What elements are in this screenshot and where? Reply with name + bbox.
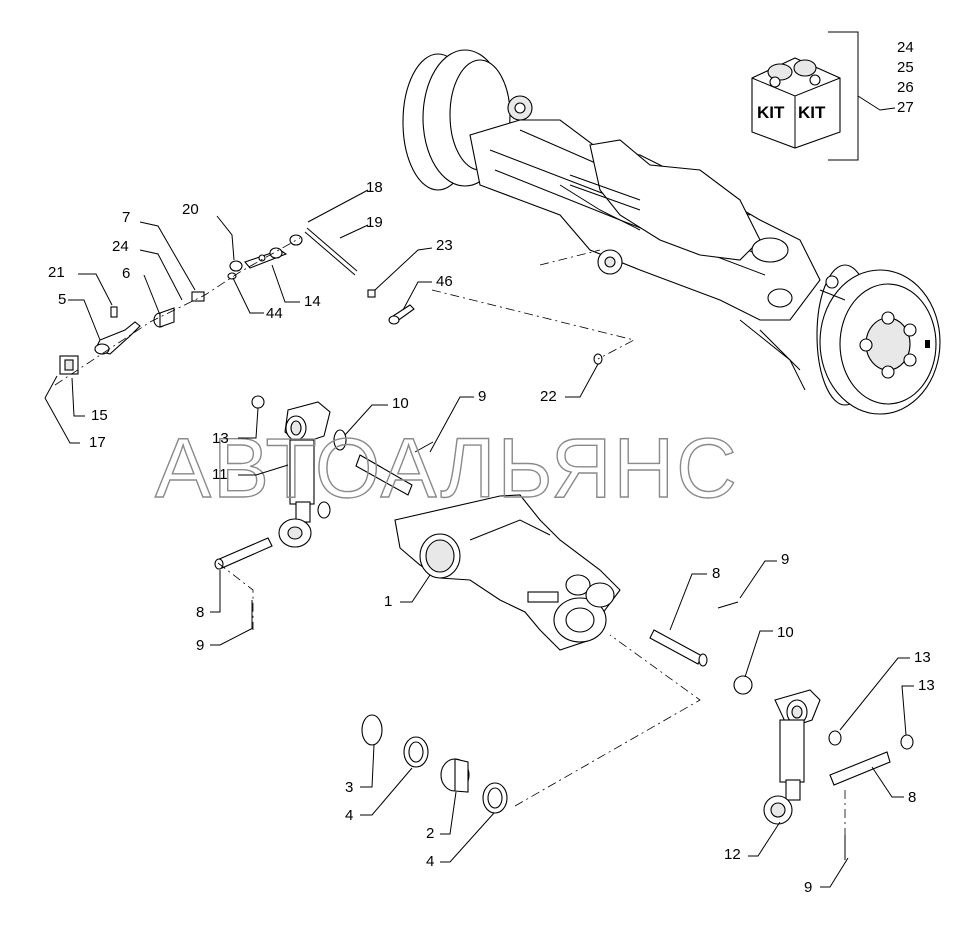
callout-15: 15: [91, 407, 108, 424]
callout-4-lower: 4: [426, 853, 434, 870]
callout-22: 22: [540, 388, 557, 405]
callout-13-right-b: 13: [918, 677, 935, 694]
callout-9-bottom: 9: [804, 879, 812, 896]
callout-11: 11: [212, 466, 228, 483]
callout-19: 19: [366, 214, 383, 231]
callout-10-lower: 10: [777, 624, 794, 641]
assembly-axis-line: [514, 634, 701, 807]
small-parts-drawing: [44, 227, 603, 399]
callout-44: 44: [266, 305, 283, 322]
callout-24-kit: 24: [897, 39, 914, 56]
callout-10-upper: 10: [392, 395, 409, 412]
assembly-axis-line: [54, 237, 301, 386]
callout-8-mid: 8: [712, 565, 720, 582]
callout-24-part: 24: [112, 238, 129, 255]
callout-8-left: 8: [196, 604, 204, 621]
leader-lines: [44, 107, 914, 888]
callout-27: 27: [897, 99, 914, 116]
callout-13-right-a: 13: [914, 649, 931, 666]
callout-3: 3: [345, 779, 353, 796]
bearing-parts-drawing: [361, 714, 508, 814]
callout-8-right: 8: [908, 789, 916, 806]
right-cylinder-drawing: [649, 601, 914, 860]
callout-20: 20: [182, 201, 199, 218]
callout-18: 18: [366, 179, 383, 196]
kit-box-illustration: KIT KIT: [751, 57, 841, 149]
assembly-axis-line: [217, 562, 254, 630]
callout-13-left: 13: [212, 430, 229, 447]
kit-label-left: KIT: [757, 103, 785, 122]
callout-6: 6: [122, 265, 130, 282]
callout-46: 46: [436, 273, 453, 290]
kit-label-right: KIT: [798, 103, 826, 122]
callout-9-left: 9: [196, 637, 204, 654]
upper-pin-drawing: [355, 454, 413, 496]
callout-1: 1: [384, 593, 392, 610]
callout-25: 25: [897, 59, 914, 76]
callout-9-mid: 9: [781, 551, 789, 568]
callout-14: 14: [304, 293, 321, 310]
callout-7: 7: [122, 209, 130, 226]
left-cylinder-drawing: [214, 395, 434, 628]
assembly-axis-line: [431, 249, 636, 360]
front-axle-drawing: [402, 49, 941, 415]
callout-23: 23: [436, 237, 453, 254]
main-bracket-drawing: [394, 494, 621, 651]
callout-4-upper: 4: [345, 807, 353, 824]
watermark-text: АВТОАЛЬЯНС: [155, 421, 739, 515]
callout-17: 17: [89, 434, 106, 451]
callout-21: 21: [48, 264, 65, 281]
callout-12: 12: [724, 846, 741, 863]
callout-5: 5: [58, 291, 66, 308]
kit-bracket: [828, 31, 881, 161]
callout-2: 2: [426, 825, 434, 842]
callout-9-upper: 9: [478, 388, 486, 405]
callout-26: 26: [897, 79, 914, 96]
